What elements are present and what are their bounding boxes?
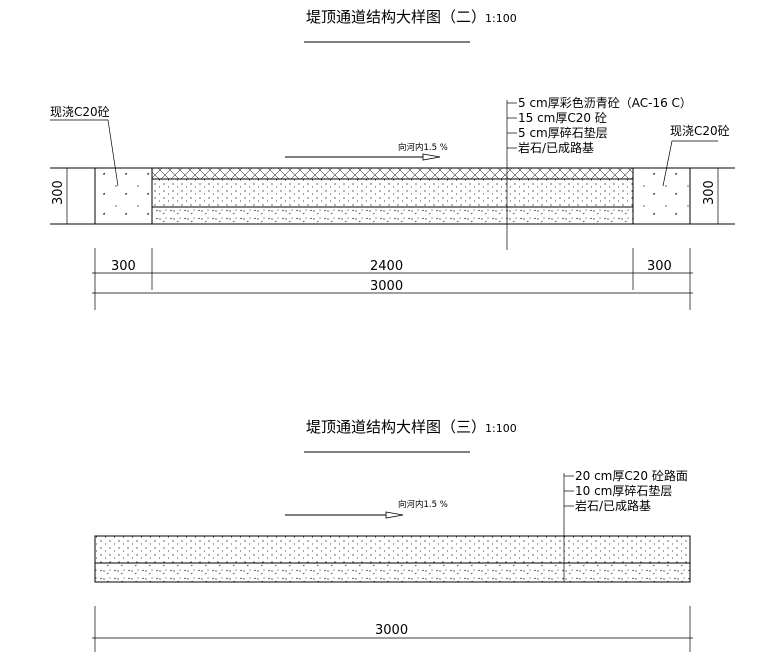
slope-arrow-head [422, 153, 441, 161]
left-concrete-label: 现浇C20砼 [50, 105, 110, 119]
s3-layer-note-1: 20 cm厚C20 砼路面 [575, 468, 688, 483]
left-label-leader [50, 119, 119, 187]
dim-left: 300 [111, 259, 136, 274]
section-2: 堤顶通道结构大样图（二） 1:100 向河内1.5 % 现浇C20砼 现浇C20… [50, 8, 735, 310]
dim-total: 3000 [370, 279, 403, 294]
right-height-value: 300 [702, 180, 717, 205]
s3-layer-note-3: 岩石/已成路基 [575, 498, 651, 513]
section3-title: 堤顶通道结构大样图（三） [306, 418, 486, 436]
section3-slope-label: 向河内1.5 % [398, 499, 448, 510]
s3-layer-note-2: 10 cm厚碎石垫层 [575, 483, 672, 498]
section3-slope-arrow-head [385, 511, 404, 519]
right-label-leader [662, 140, 718, 187]
layer-note-1: 5 cm厚彩色沥青砼（AC-16 C） [518, 96, 692, 110]
right-concrete-block [632, 167, 691, 225]
section2-title: 堤顶通道结构大样图（二） [306, 8, 486, 26]
section-3: 堤顶通道结构大样图（三） 1:100 向河内1.5 % 20 cm厚C20 砼路… [92, 418, 693, 652]
section3-concrete-layer [94, 535, 691, 564]
dim-middle: 2400 [370, 259, 403, 274]
concrete-layer [151, 178, 634, 208]
layer-note-2: 15 cm厚C20 砼 [518, 111, 607, 125]
left-height-value: 300 [51, 180, 66, 205]
section3-gravel-layer [94, 562, 691, 583]
right-concrete-label: 现浇C20砼 [670, 124, 730, 138]
section3-dim-total: 3000 [375, 623, 408, 638]
asphalt-layer [151, 167, 634, 180]
layer-note-3: 5 cm厚碎石垫层 [518, 125, 608, 140]
layer-note-4: 岩石/已成路基 [518, 140, 594, 155]
section2-slope-label: 向河内1.5 % [398, 142, 448, 153]
dim-right: 300 [647, 259, 672, 274]
section2-scale: 1:100 [485, 12, 517, 25]
left-concrete-block [94, 167, 153, 225]
section3-scale: 1:100 [485, 422, 517, 435]
gravel-layer [151, 206, 634, 225]
